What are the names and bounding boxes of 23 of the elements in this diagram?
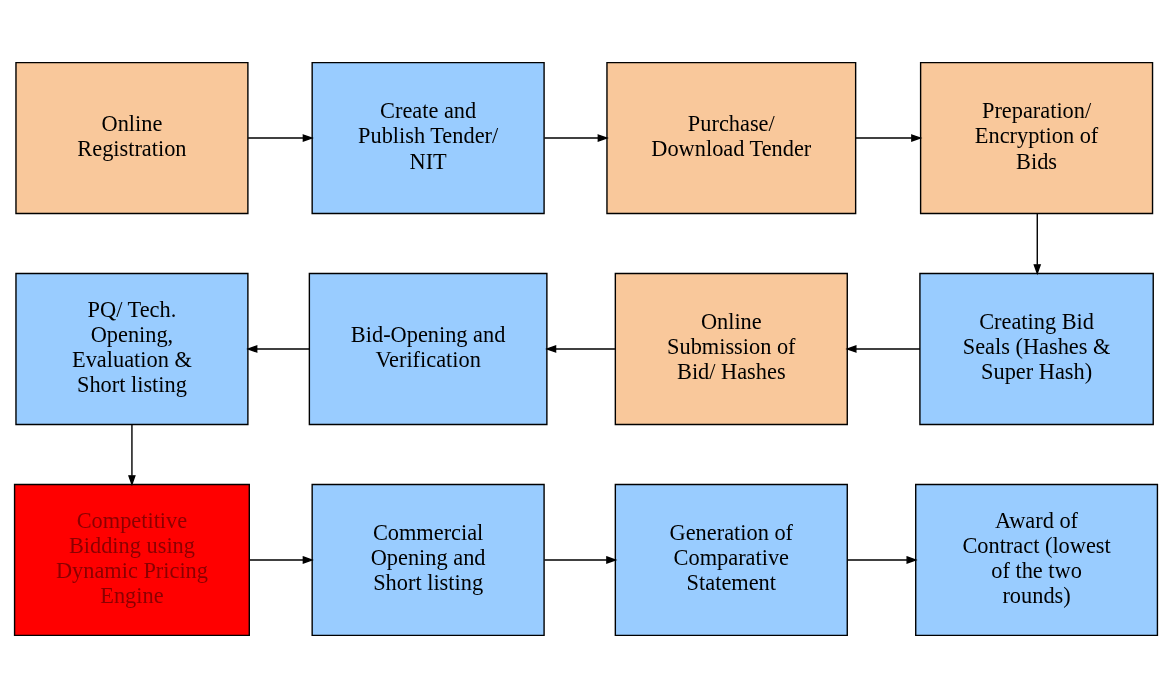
arrow: [845, 345, 921, 353]
node-box: Purchase/ Download Tender: [606, 61, 857, 215]
node-box: Online Registration: [15, 61, 249, 215]
node-box: Preparation/ Encryption of Bids: [919, 61, 1154, 215]
node-box: Online Submission of Bid/ Hashes: [614, 272, 848, 426]
arrow: [543, 134, 609, 142]
node-box: Commercial Opening and Short listing: [311, 483, 545, 637]
arrow: [855, 134, 923, 142]
arrow: [545, 345, 616, 353]
arrow: [248, 556, 314, 564]
node-box: Creating Bid Seals (Hashes & Super Hash): [919, 272, 1154, 426]
node-box: Competitive Bidding using Dynamic Pricing Engine: [13, 483, 250, 637]
arrow: [246, 345, 311, 353]
arrow: [247, 134, 314, 142]
arrow: [846, 556, 918, 564]
arrow: [543, 556, 618, 564]
node-box: Award of Contract (lowest of the two rounds): [915, 483, 1159, 637]
node-box: Generation of Comparative Statement: [614, 483, 848, 637]
node-box: Create and Publish Tender/ NIT: [311, 61, 545, 215]
arrow: [128, 423, 136, 487]
arrow: [1033, 212, 1042, 276]
node-box: PQ/ Tech. Opening, Evaluation & Short listing: [15, 272, 249, 426]
node-box: Bid-Opening and Verification: [308, 272, 548, 426]
